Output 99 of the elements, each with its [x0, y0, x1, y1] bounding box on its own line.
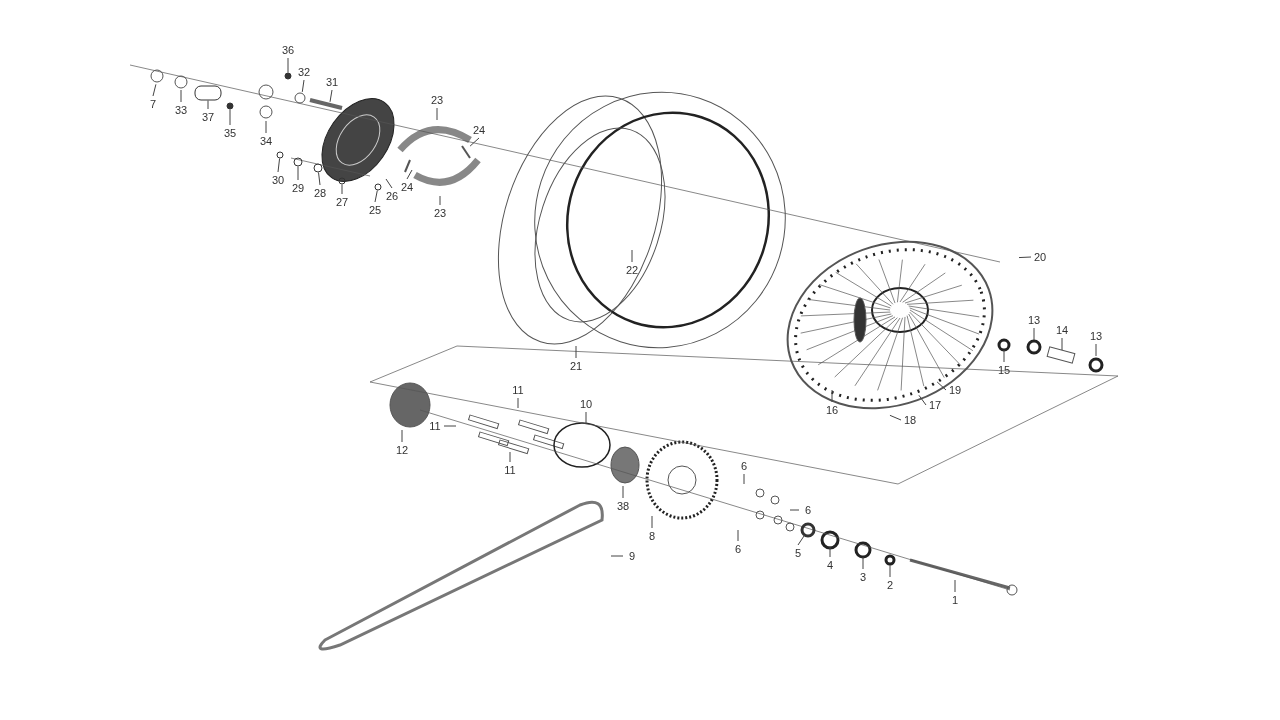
- leader-line: [301, 79, 305, 93]
- leader-line: [1095, 343, 1097, 357]
- callout-number: 29: [291, 182, 305, 194]
- leader-line: [265, 120, 267, 134]
- callout-number: 12: [395, 444, 409, 456]
- callout-number: 15: [997, 364, 1011, 376]
- callout-number: 27: [335, 196, 349, 208]
- pin-part: [284, 72, 292, 80]
- leader-line: [229, 109, 231, 126]
- leader-line: [889, 414, 902, 421]
- leader-line: [631, 249, 633, 263]
- callout-number: 22: [625, 264, 639, 276]
- callout-number: 21: [569, 360, 583, 372]
- leader-line: [954, 579, 956, 593]
- leader-line: [610, 555, 624, 557]
- callout-number: 33: [174, 104, 188, 116]
- callout-number: 24: [400, 181, 414, 193]
- leader-line: [936, 381, 947, 391]
- callout-number: 2: [886, 579, 894, 591]
- leader-line: [1018, 256, 1032, 259]
- callout-number: 6: [804, 504, 812, 516]
- leader-line: [918, 394, 927, 406]
- leader-line: [297, 166, 299, 181]
- callout-number: 14: [1055, 324, 1069, 336]
- leader-line: [622, 485, 624, 499]
- callout-number: 25: [368, 204, 382, 216]
- callout-number: 31: [325, 76, 339, 88]
- leader-line: [1003, 349, 1005, 363]
- washer-part: [800, 522, 816, 538]
- leader-line: [509, 451, 511, 463]
- callout-number: 13: [1027, 314, 1041, 326]
- pin-part: [226, 102, 234, 110]
- callout-number: 1: [951, 594, 959, 606]
- sleeve-part: [194, 85, 222, 101]
- callout-number: 11: [504, 464, 516, 476]
- leader-line: [329, 89, 333, 103]
- callout-number: 34: [259, 135, 273, 147]
- callout-number: 38: [616, 500, 630, 512]
- leader-line: [439, 195, 441, 206]
- leader-line: [401, 429, 403, 443]
- leader-line: [797, 534, 805, 546]
- callout-number: 9: [628, 550, 636, 562]
- leader-line: [180, 89, 182, 103]
- callout-number: 6: [740, 460, 748, 472]
- callout-number: 28: [313, 187, 327, 199]
- callout-number: 19: [948, 384, 962, 396]
- leader-line: [831, 389, 833, 403]
- leader-line: [889, 564, 891, 578]
- callout-number: 4: [826, 559, 834, 571]
- callout-number: 24: [472, 124, 486, 136]
- washer-part: [276, 151, 284, 159]
- callout-number: 16: [825, 404, 839, 416]
- callout-number: 23: [430, 94, 444, 106]
- leader-line: [469, 137, 480, 147]
- leader-line: [743, 473, 745, 485]
- washer-part: [338, 177, 346, 185]
- leader-line: [207, 100, 209, 110]
- callout-number: 35: [223, 127, 237, 139]
- leader-line: [862, 556, 864, 570]
- callout-number: 10: [579, 398, 593, 410]
- callout-number: 8: [648, 530, 656, 542]
- leader-line: [517, 397, 519, 409]
- callout-number: 3: [859, 571, 867, 583]
- callout-number: 26: [385, 190, 399, 202]
- leader-line: [443, 425, 457, 427]
- leader-line: [436, 107, 438, 121]
- callout-number: 23: [433, 207, 447, 219]
- washer-part: [313, 163, 323, 173]
- leader-line: [277, 158, 281, 173]
- leader-line: [585, 411, 587, 425]
- callout-number: 37: [201, 111, 215, 123]
- washer-part: [374, 183, 382, 191]
- leader-line: [789, 509, 800, 511]
- callout-number: 5: [794, 547, 802, 559]
- callout-number: 13: [1089, 330, 1103, 342]
- leader-line: [406, 169, 413, 180]
- leader-line: [287, 57, 289, 73]
- leader-line: [152, 83, 157, 97]
- leader-line: [1061, 337, 1063, 351]
- callout-number: 7: [149, 98, 157, 110]
- leader-line: [737, 529, 739, 542]
- callout-number: 6: [734, 543, 742, 555]
- callout-number: 17: [928, 399, 942, 411]
- callout-number: 20: [1033, 251, 1047, 263]
- leader-line: [1033, 327, 1035, 341]
- leader-line: [651, 515, 653, 529]
- callout-number: 32: [297, 66, 311, 78]
- leader-line: [318, 171, 321, 186]
- callout-number: 11: [512, 384, 524, 396]
- washer-part: [293, 157, 303, 167]
- leader-line: [829, 545, 831, 558]
- leader-line: [575, 345, 577, 359]
- callout-number: 18: [903, 414, 917, 426]
- leader-line: [341, 184, 343, 195]
- leader-line: [374, 189, 378, 203]
- callout-number: 11: [429, 420, 441, 432]
- callout-number: 36: [281, 44, 295, 56]
- callout-number: 30: [271, 174, 285, 186]
- leader-line: [385, 178, 393, 189]
